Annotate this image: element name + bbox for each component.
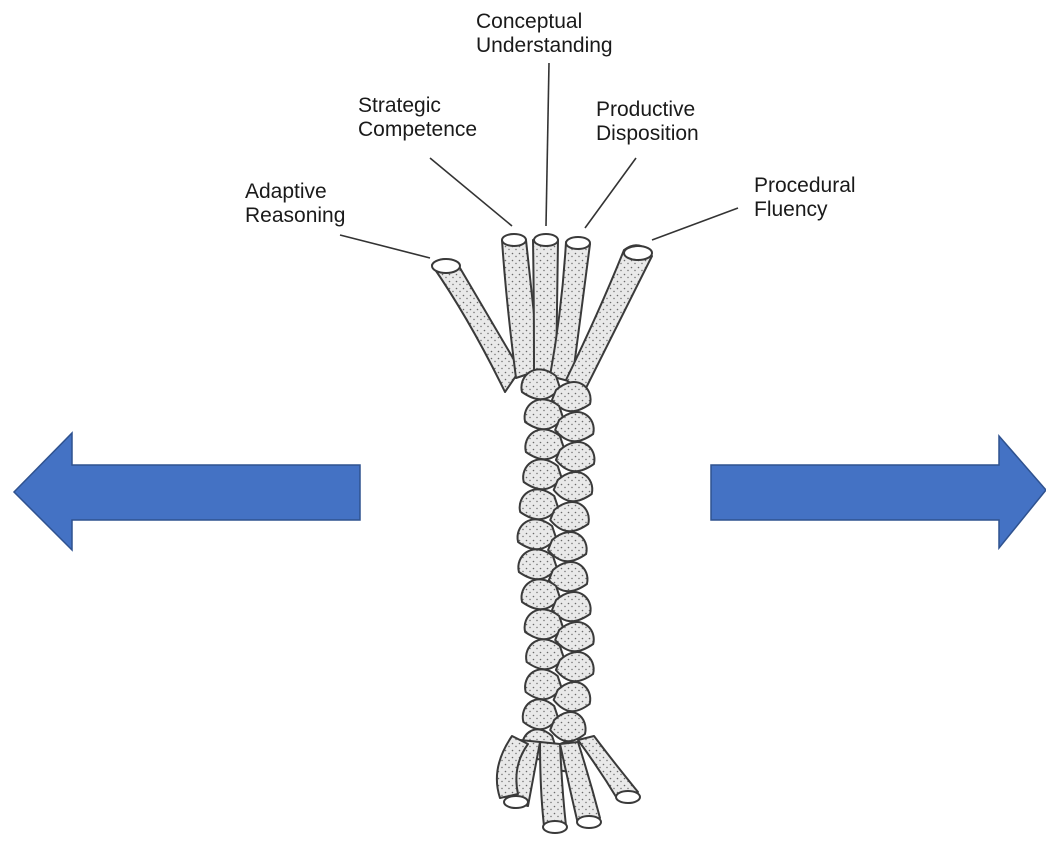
leader-line-adaptive: [340, 235, 430, 258]
leader-line-procedural: [652, 208, 738, 240]
label-productive-line2: Disposition: [596, 122, 699, 146]
label-adaptive-line1: Adaptive: [245, 180, 345, 204]
braided-rope-illustration: [432, 234, 652, 833]
leader-line-conceptual: [546, 63, 549, 226]
label-adaptive-line2: Reasoning: [245, 204, 345, 228]
label-strategic-competence: Strategic Competence: [358, 94, 477, 142]
label-adaptive-reasoning: Adaptive Reasoning: [245, 180, 345, 228]
label-conceptual-line1: Conceptual: [476, 10, 613, 34]
label-procedural-fluency: Procedural Fluency: [754, 174, 856, 222]
right-arrow-icon: [711, 436, 1046, 548]
leader-line-strategic: [430, 158, 512, 226]
leader-line-productive: [585, 158, 636, 228]
label-strategic-line1: Strategic: [358, 94, 477, 118]
label-productive-line1: Productive: [596, 98, 699, 122]
leader-lines: [340, 63, 738, 258]
label-procedural-line2: Fluency: [754, 198, 856, 222]
label-conceptual-line2: Understanding: [476, 34, 613, 58]
braid-body: [518, 369, 595, 771]
label-strategic-line2: Competence: [358, 118, 477, 142]
label-conceptual-understanding: Conceptual Understanding: [476, 10, 613, 58]
label-productive-disposition: Productive Disposition: [596, 98, 699, 146]
left-arrow-icon: [14, 433, 360, 550]
label-procedural-line1: Procedural: [754, 174, 856, 198]
